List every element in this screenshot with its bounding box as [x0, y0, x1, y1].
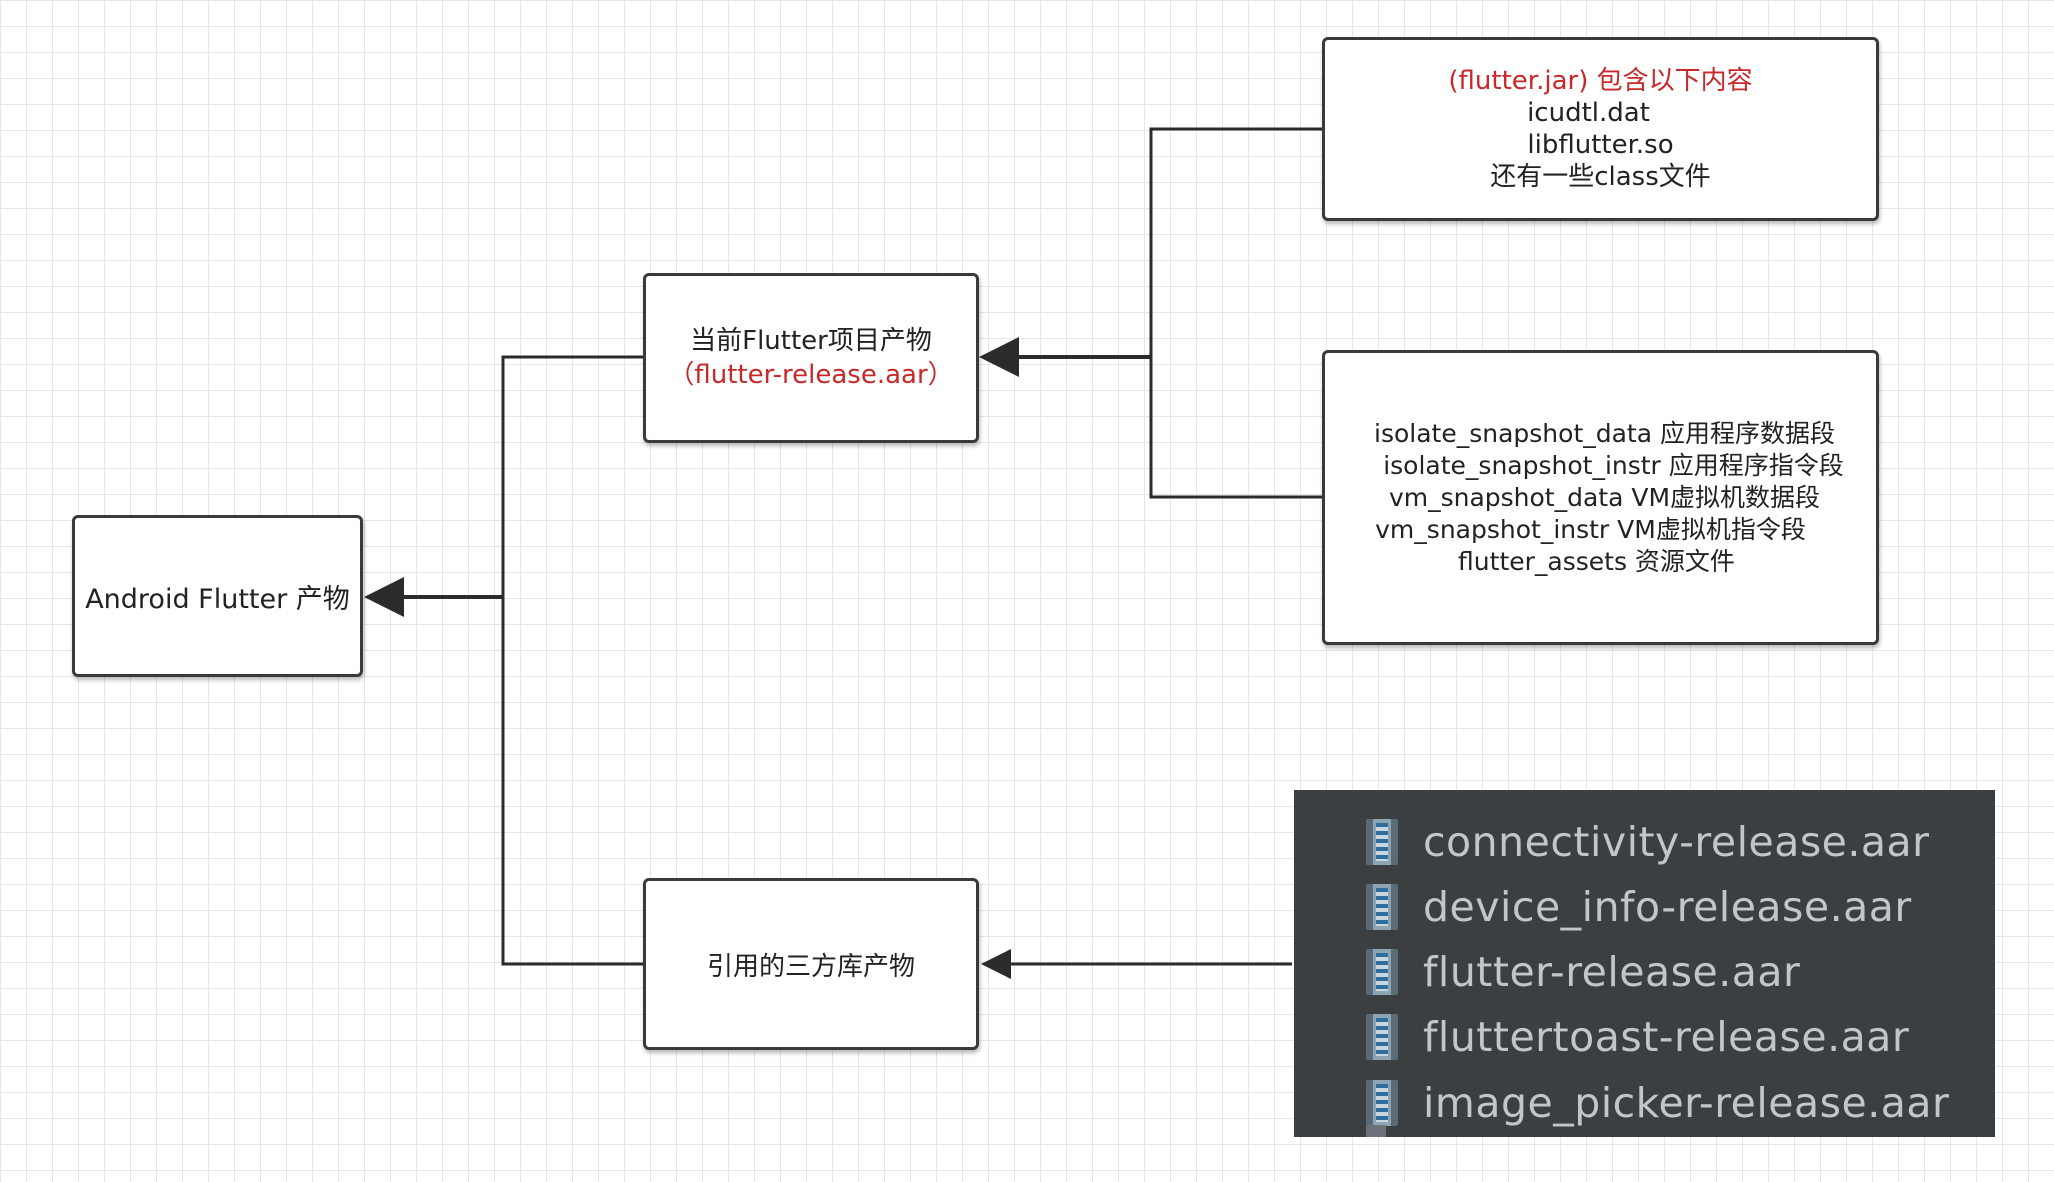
node-android-label: Android Flutter 产物 — [85, 583, 350, 615]
aar-file-list-screenshot: connectivity-release.aar device_info-rel… — [1294, 790, 1995, 1137]
aar-file-row: connectivity-release.aar — [1366, 817, 1930, 867]
node-thirdparty-label: 引用的三方库产物 — [706, 951, 915, 982]
aar-file-name: flutter-release.aar — [1423, 948, 1801, 996]
node-snapshot-item: isolate_snapshot_data 应用程序数据段 — [1374, 418, 1835, 448]
aar-file-name: device_info-release.aar — [1423, 883, 1912, 931]
connector-current-to-android — [501, 355, 643, 966]
node-snapshot-contents[interactable]: isolate_snapshot_data 应用程序数据段 isolate_sn… — [1322, 350, 1879, 645]
cropped-file-icon — [1366, 1125, 1386, 1137]
archive-file-icon — [1366, 1014, 1398, 1060]
node-flutter-jar-contents[interactable]: (flutter.jar) 包含以下内容 icudtl.dat libflutt… — [1322, 37, 1879, 221]
node-android-flutter-output[interactable]: Android Flutter 产物 — [72, 515, 363, 677]
aar-file-row: image_picker-release.aar — [1366, 1078, 1949, 1128]
archive-file-icon — [1366, 819, 1398, 865]
node-flutterjar-item: libflutter.so — [1527, 130, 1674, 160]
aar-file-row: flutter-release.aar — [1366, 947, 1800, 997]
node-current-aar-label: （flutter-release.aar） — [668, 360, 954, 390]
connector-flutterjar-to-current — [1149, 127, 1322, 499]
node-snapshot-item: isolate_snapshot_instr 应用程序指令段 — [1383, 450, 1844, 480]
aar-file-row: fluttertoast-release.aar — [1366, 1012, 1909, 1062]
node-thirdparty-output[interactable]: 引用的三方库产物 — [643, 878, 979, 1050]
aar-file-name: fluttertoast-release.aar — [1423, 1013, 1910, 1061]
node-flutterjar-title: (flutter.jar) 包含以下内容 — [1448, 66, 1753, 96]
node-flutterjar-item: icudtl.dat — [1527, 98, 1650, 128]
archive-file-icon — [1366, 949, 1398, 995]
aar-file-name: image_picker-release.aar — [1423, 1079, 1950, 1127]
node-snapshot-item: vm_snapshot_instr VM虚拟机指令段 — [1375, 514, 1806, 544]
aar-file-name: connectivity-release.aar — [1423, 818, 1930, 866]
node-current-project-output[interactable]: 当前Flutter项目产物 （flutter-release.aar） — [643, 273, 979, 443]
node-current-label: 当前Flutter项目产物 — [690, 326, 932, 356]
archive-file-icon — [1366, 884, 1398, 930]
node-flutterjar-item: 还有一些class文件 — [1490, 162, 1711, 192]
node-snapshot-item: vm_snapshot_data VM虚拟机数据段 — [1388, 482, 1821, 512]
node-snapshot-item: flutter_assets 资源文件 — [1458, 546, 1735, 576]
aar-file-row: device_info-release.aar — [1366, 882, 1912, 932]
archive-file-icon — [1366, 1080, 1398, 1126]
